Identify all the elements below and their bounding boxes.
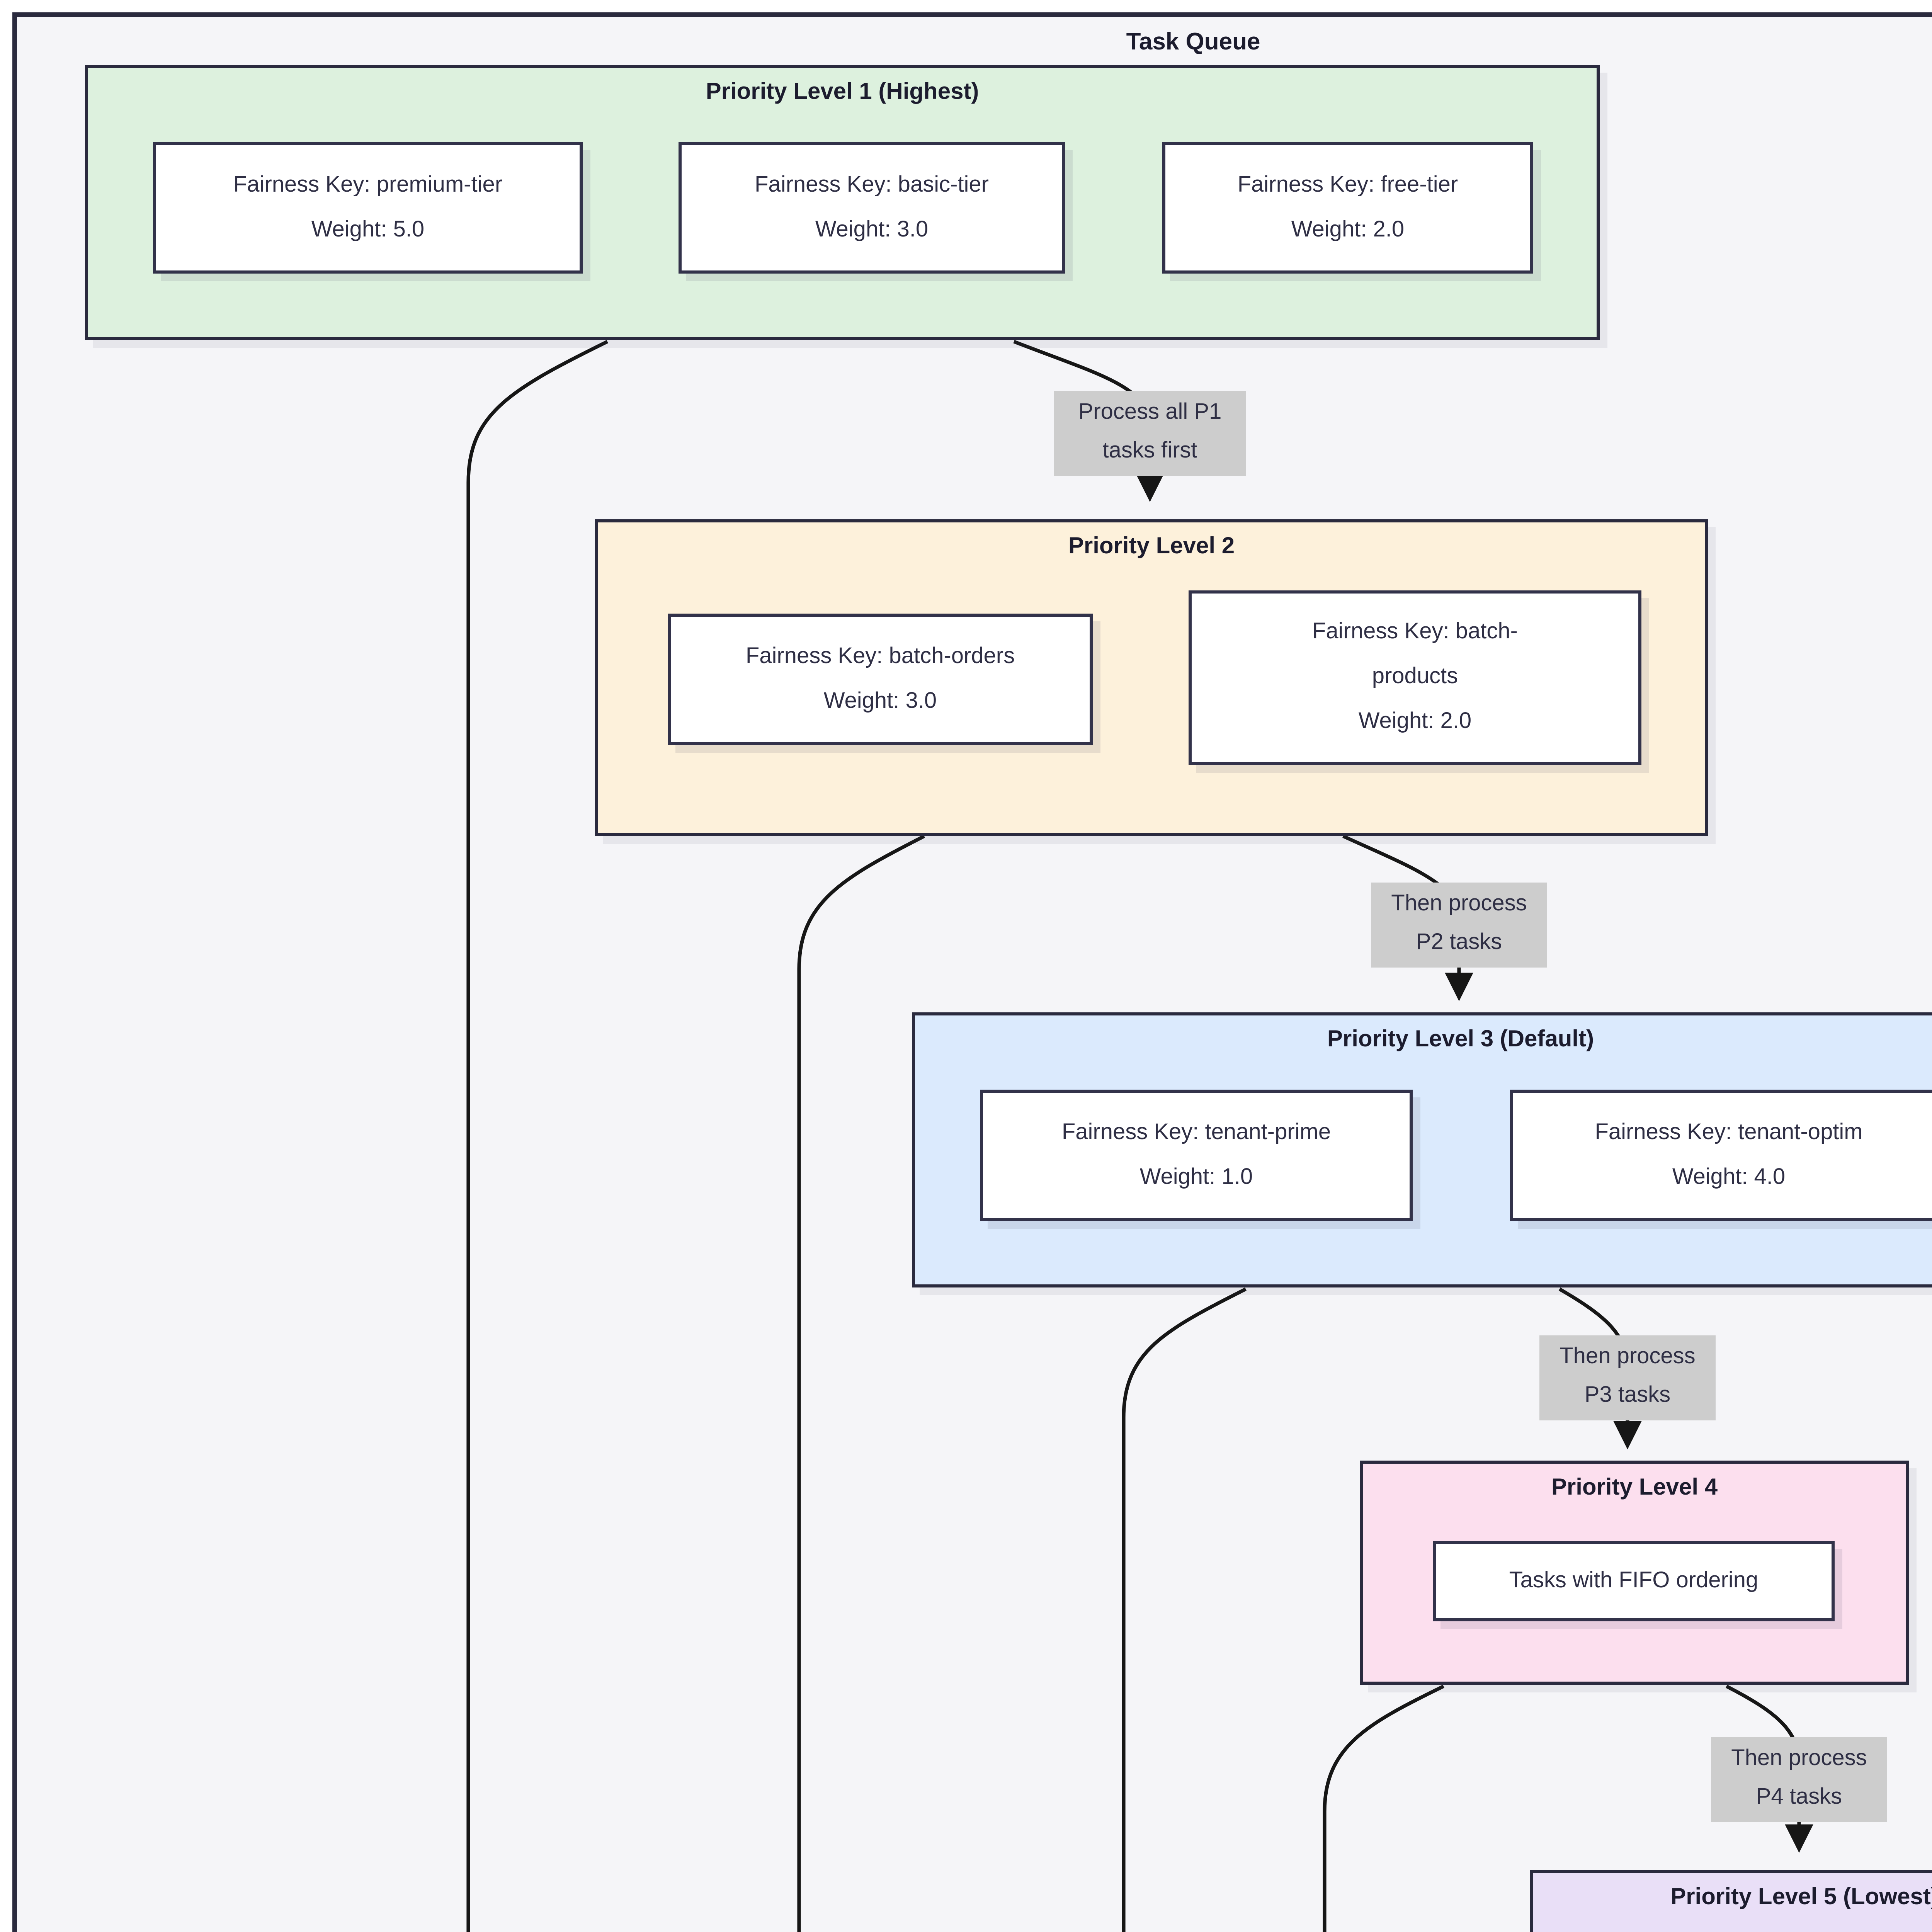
edge-label-p2-p3: Then process P2 tasks: [1371, 883, 1547, 967]
priority-level-2-box: Priority Level 2 Fairness Key: batch-ord…: [595, 519, 1708, 836]
node-tenant-optim: Fairness Key: tenant-optim Weight: 4.0: [1510, 1090, 1932, 1221]
priority-level-1-title: Priority Level 1 (Highest): [706, 79, 979, 105]
priority-level-3-title: Priority Level 3 (Default): [1327, 1026, 1594, 1053]
priority-level-5-title: Priority Level 5 (Lowest): [1670, 1884, 1932, 1910]
node-batch-products: Fairness Key: batch- products Weight: 2.…: [1189, 590, 1641, 765]
node-basic-tier: Fairness Key: basic-tier Weight: 3.0: [679, 142, 1065, 274]
edge-label-p4-p5: Then process P4 tasks: [1711, 1737, 1887, 1822]
priority-level-3-box: Priority Level 3 (Default) Fairness Key:…: [912, 1012, 1932, 1287]
priority-level-4-title: Priority Level 4: [1551, 1475, 1718, 1501]
node-free-tier: Fairness Key: free-tier Weight: 2.0: [1162, 142, 1533, 274]
priority-level-2-title: Priority Level 2: [1068, 533, 1235, 560]
priority-level-4-box: Priority Level 4 Tasks with FIFO orderin…: [1360, 1461, 1909, 1685]
edge-label-p1-p2: Process all P1 tasks first: [1054, 391, 1246, 476]
task-queue-title: Task Queue: [1126, 29, 1260, 56]
priority-level-5-box: Priority Level 5 (Lowest) Tasks with FIF…: [1530, 1870, 1932, 1932]
node-fifo-p4: Tasks with FIFO ordering: [1433, 1541, 1835, 1621]
priority-level-1-box: Priority Level 1 (Highest) Fairness Key:…: [85, 65, 1600, 340]
edge-label-p3-p4: Then process P3 tasks: [1539, 1335, 1716, 1420]
node-premium-tier: Fairness Key: premium-tier Weight: 5.0: [153, 142, 583, 274]
node-batch-orders: Fairness Key: batch-orders Weight: 3.0: [668, 614, 1093, 745]
node-tenant-prime: Fairness Key: tenant-prime Weight: 1.0: [980, 1090, 1413, 1221]
